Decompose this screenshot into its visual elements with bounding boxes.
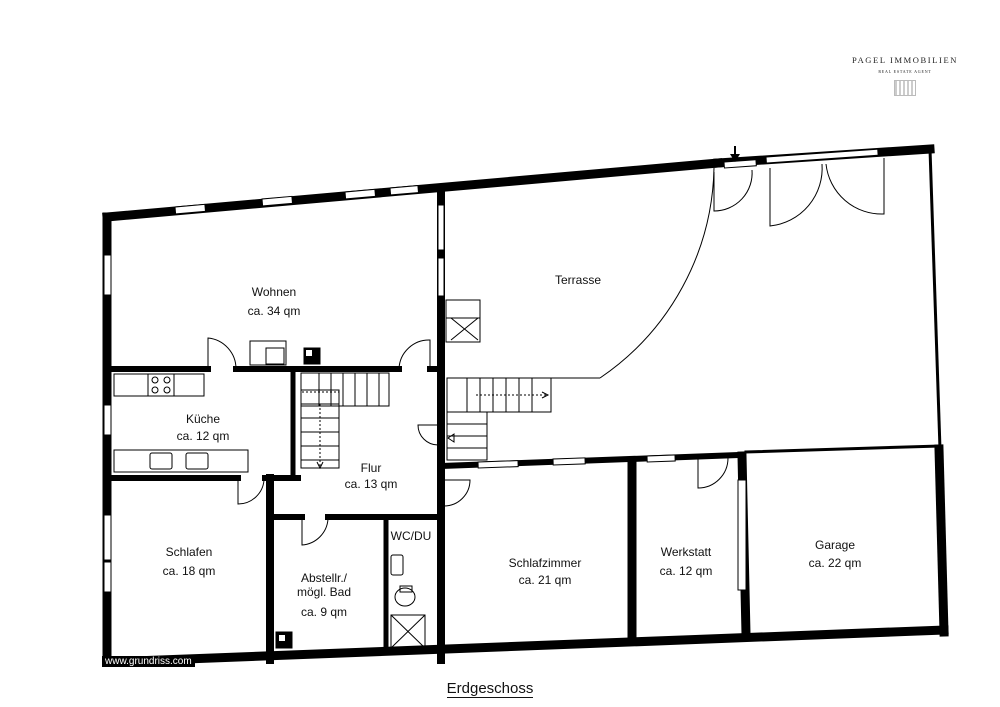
brand-tagline: REAL ESTATE AGENT: [878, 69, 932, 74]
room-name-wcdu: WC/DU: [391, 529, 432, 543]
room-area-abstell: ca. 9 qm: [301, 605, 347, 619]
shower: [390, 614, 426, 649]
fixtures: [113, 340, 426, 649]
windows: [103, 148, 879, 593]
room-name-abstell-line2: mögl. Bad: [297, 585, 351, 599]
room-area-werkstatt: ca. 12 qm: [660, 564, 713, 578]
room-name-terrasse: Terrasse: [555, 273, 601, 287]
room-name-schlafzimmer: Schlafzimmer: [509, 556, 582, 570]
sink: [149, 452, 173, 470]
room-area-schlafen: ca. 18 qm: [163, 564, 216, 578]
watermark: www.grundriss.com: [102, 656, 195, 667]
room-name-flur: Flur: [361, 461, 382, 475]
interior-walls: [107, 191, 941, 664]
floor-label: Erdgeschoss: [446, 680, 534, 698]
brand-name: PAGEL IMMOBILIEN: [852, 55, 958, 65]
room-area-kueche: ca. 12 qm: [177, 429, 230, 443]
room-area-wohnen: ca. 34 qm: [248, 304, 301, 318]
floor-caption: Erdgeschoss: [0, 680, 980, 698]
room-name-garage: Garage: [815, 538, 855, 552]
washbasin: [390, 554, 404, 576]
room-area-garage: ca. 22 qm: [809, 556, 862, 570]
house-emblem-icon: [894, 80, 916, 96]
room-name-werkstatt: Werkstatt: [661, 545, 712, 559]
room-area-flur: ca. 13 qm: [345, 477, 398, 491]
interior-windows: [437, 204, 747, 591]
room-name-kueche: Küche: [186, 412, 220, 426]
room-name-abstell-line1: Abstellr./: [301, 571, 348, 585]
room-area-schlafzimmer: ca. 21 qm: [519, 573, 572, 587]
room-name-wohnen: Wohnen: [252, 285, 296, 299]
cooktop: [147, 373, 175, 397]
toilet: [394, 587, 416, 607]
room-name-schlafen: Schlafen: [166, 545, 213, 559]
staircase: [300, 299, 552, 470]
brand-logo: PAGEL IMMOBILIEN REAL ESTATE AGENT: [840, 55, 970, 96]
entrance-arrow-icon: [730, 146, 740, 162]
